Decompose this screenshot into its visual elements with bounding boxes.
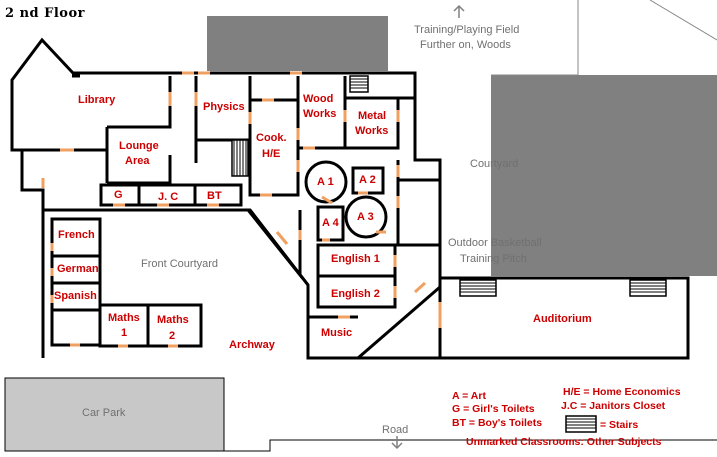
archway-label: Archway [229,339,275,351]
room-wood-works-2: Works [303,108,337,120]
basketball-label: Outdoor Basketball [448,237,542,249]
room-maths1-number: 1 [121,327,128,339]
room-wood-works-1: Wood [303,93,334,105]
room-metal-works-2: Works [355,125,389,137]
field-boundary-right [649,0,717,41]
legend-unmarked: Unmarked Classrooms: Other Subjects [466,436,662,448]
legend-boys-toilets: BT = Boy's Toilets [452,417,543,429]
road-edge [224,439,717,452]
room-boys-toilets: BT [207,190,222,202]
road-label: Road [382,424,409,436]
room-english2: English 2 [331,288,380,300]
room-english1: English 1 [331,253,380,265]
legend-girls-toilets: G = Girl's Toilets [452,403,535,415]
legend-art: A = Art [452,390,486,402]
room-a4: A 4 [322,217,339,229]
room-maths2-label: Maths [157,314,189,326]
doors [41,71,442,348]
road-arrow-icon [391,436,403,450]
front-courtyard-label: Front Courtyard [141,258,219,270]
grey-building-top [207,16,388,71]
room-german: German [57,263,99,275]
field-boundary [491,0,579,76]
room-a3-circle [344,195,388,239]
room-library: Library [78,94,116,106]
courtyard-label: Courtyard [470,158,519,170]
woods-label: Further on, Woods [420,39,511,51]
room-metal-works-1: Metal [358,110,387,122]
room-a3: A 3 [357,211,374,223]
room-cook: Cook. [256,132,287,144]
room-he: H/E [262,148,281,160]
room-a2: A 2 [359,174,376,186]
room-physics: Physics [203,101,245,113]
pitch-label: Training Pitch [460,253,527,265]
floor-title: 2 nd Floor [5,6,85,21]
room-maths1-label: Maths [108,312,140,324]
room-maths2-number: 2 [169,330,176,342]
room-a1: A 1 [317,176,334,188]
legend-stairs: = Stairs [600,419,639,431]
room-lounge: Lounge [119,140,159,152]
room-spanish: Spanish [54,290,97,302]
north-arrow-icon [453,4,465,18]
grey-building-right [491,75,717,276]
room-music: Music [321,327,353,339]
legend-home-economics: H/E = Home Economics [563,386,681,398]
room-auditorium: Auditorium [533,313,592,325]
stairs-icons [231,75,667,433]
room-janitors-closet: J. C [158,191,179,203]
room-lounge-area: Area [125,155,150,167]
car-park-area [4,377,225,452]
room-a1-circle [304,160,348,204]
field-label: Training/Playing Field [414,24,520,36]
room-girls-toilets: G [114,189,123,201]
car-park-label: Car Park [82,407,126,419]
legend-janitors-closet: J.C = Janitors Closet [561,400,666,412]
room-french: French [58,229,95,241]
